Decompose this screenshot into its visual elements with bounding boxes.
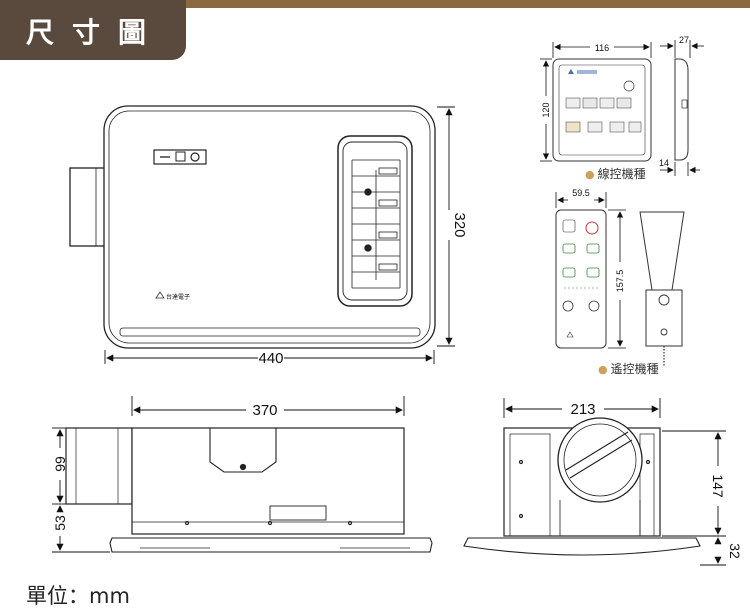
side-panel <box>109 537 433 553</box>
dim-side-upper: 99 <box>52 456 68 472</box>
wall-controller <box>552 58 689 162</box>
dim-wall-side: 14 <box>659 158 669 168</box>
panel-box <box>153 149 207 165</box>
dim-wall-width: 116 <box>595 43 609 53</box>
wall-controller-body <box>552 58 652 162</box>
wall-controller-caption: ●線控機種 <box>585 167 646 181</box>
front-view <box>463 417 701 556</box>
dim-remote-width: 59.5 <box>572 188 590 198</box>
dim-wall-depth: 27 <box>679 35 689 45</box>
unit-label: 單位：mm <box>26 584 130 608</box>
top-duct <box>69 167 109 247</box>
brand-logo <box>155 291 165 299</box>
dim-width-top: 440 <box>258 350 283 367</box>
dim-remote-height: 157.5 <box>615 270 625 293</box>
side-body <box>131 427 405 535</box>
dim-front-width: 213 <box>570 401 595 418</box>
dim-front-height: 147 <box>710 474 726 498</box>
remote-controller <box>555 209 685 366</box>
top-grille <box>337 135 413 307</box>
dim-length-side: 370 <box>252 402 277 419</box>
dim-wall-height: 120 <box>541 102 551 117</box>
title-tab: 尺寸圖 <box>0 0 186 60</box>
remote-controller-caption: ●遙控機種 <box>598 362 659 376</box>
brand-text: 台達電子 <box>166 293 190 301</box>
dim-side-lower: 53 <box>52 515 68 531</box>
front-panel <box>463 537 701 556</box>
side-view <box>65 427 433 553</box>
top-view <box>69 105 436 349</box>
dim-height-top: 320 <box>451 212 468 237</box>
page-title: 尺寸圖 <box>26 16 165 49</box>
dim-front-bottom: 32 <box>727 543 743 559</box>
remote-body <box>555 209 607 349</box>
header-line <box>0 0 750 8</box>
